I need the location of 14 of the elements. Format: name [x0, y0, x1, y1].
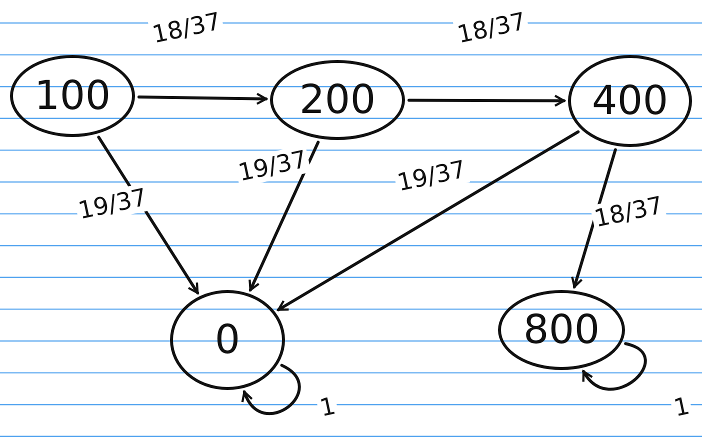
- arrow: [248, 140, 320, 292]
- state-label: 400: [592, 78, 668, 124]
- state-circle: [170, 290, 285, 390]
- state-circle: [10, 55, 135, 137]
- arrow: [408, 94, 566, 107]
- arrow: [137, 92, 268, 105]
- arrow: [571, 148, 617, 288]
- arrow: [582, 342, 647, 391]
- state-circle: [270, 60, 405, 140]
- state-label: 200: [299, 77, 376, 123]
- state-circle: [568, 55, 692, 147]
- arrow: [276, 130, 580, 312]
- arrow: [242, 364, 301, 415]
- state-label: 100: [34, 73, 111, 119]
